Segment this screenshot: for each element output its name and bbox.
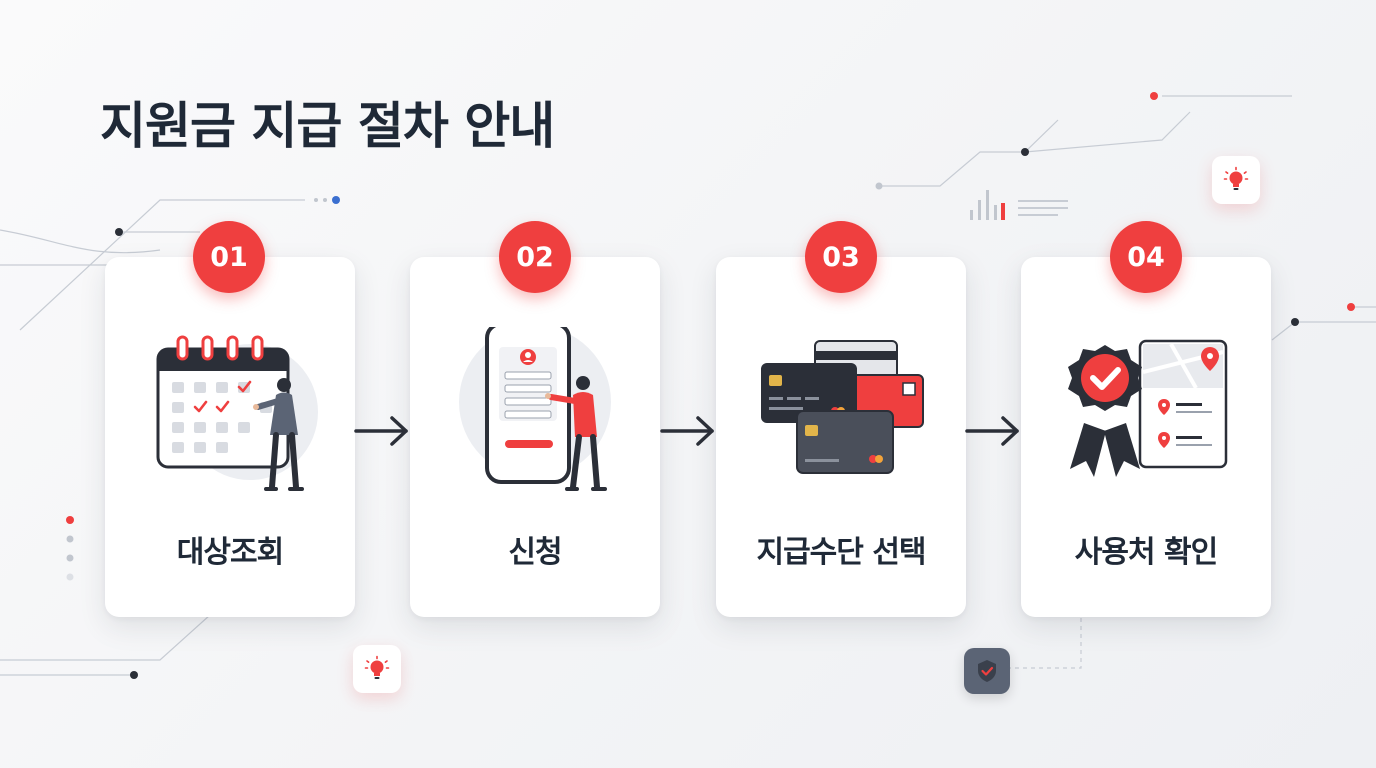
arrow-right-icon [660,416,714,446]
lightbulb-icon [364,655,390,679]
step-label: 지급수단 선택 [756,535,926,570]
step-label: 신청 [508,535,562,570]
payment-cards-icon [761,340,924,474]
step-number-badge: 03 [805,221,877,293]
lightbulb-tile-top [1212,156,1260,204]
phone-form-icon [459,327,611,491]
step-label: 대상조회 [176,535,284,570]
bar-chart-icon [970,190,1068,220]
page-title: 지원금 지급 절차 안내 [100,97,555,155]
calendar-person-icon [156,335,318,491]
arrow-right-icon [354,416,408,446]
step-label: 사용처 확인 [1074,535,1218,570]
step-number-badge: 01 [193,221,265,293]
arrow-right-icon [965,416,1019,446]
award-map-icon [1068,339,1228,477]
step-number-badge: 04 [1110,221,1182,293]
step-number-badge: 02 [499,221,571,293]
step-card-store-check: 사용처 확인 [1021,257,1271,617]
step-card-apply: 신청 [410,257,660,617]
lightbulb-icon [1223,166,1249,190]
lightbulb-tile-bottom [353,645,401,693]
shield-tile [964,648,1010,694]
step-card-target-lookup: 대상조회 [105,257,355,617]
shield-check-icon [978,660,996,682]
step-card-payment-method: 지급수단 선택 [716,257,966,617]
